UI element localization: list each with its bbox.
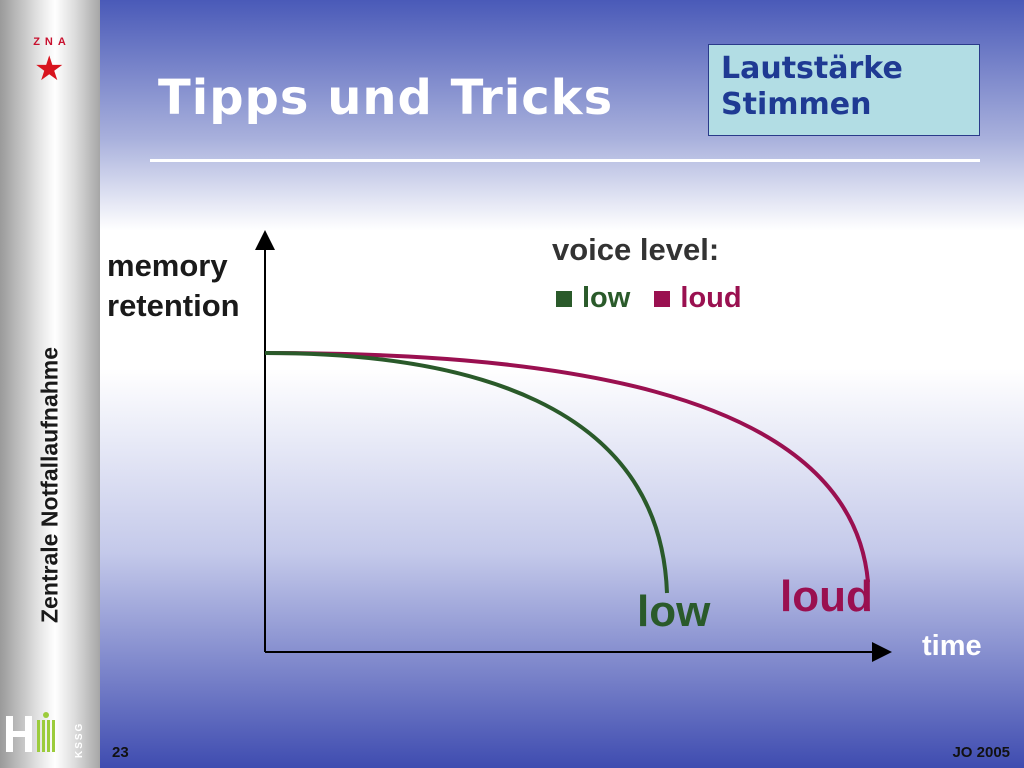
sidebar: ZNA ★ Zentrale Notfallaufnahme KSSG (0, 0, 100, 768)
topic-box: Lautstärke Stimmen (708, 44, 980, 136)
loud-curve (264, 351, 870, 583)
title-divider (150, 159, 980, 162)
legend-title: voice level: (552, 232, 720, 267)
zna-logo-text: ZNA (33, 36, 71, 48)
loud-curve-label: loud (780, 572, 873, 621)
topic-line-2: Stimmen (721, 87, 872, 122)
legend: low loud (556, 282, 742, 315)
page-title: Tipps und Tricks (158, 70, 614, 126)
star-icon: ★ (34, 50, 65, 88)
legend-marker-loud (654, 291, 671, 308)
zna-logo: ZNA ★ (24, 36, 80, 110)
footer-credit: JO 2005 (952, 744, 1010, 761)
y-axis-label-line2: retention (107, 288, 240, 323)
hospital-logo: KSSG (4, 710, 94, 760)
slide-number: 23 (112, 744, 129, 761)
legend-marker-low (556, 291, 572, 308)
low-curve (264, 351, 669, 594)
low-curve-label: low (637, 587, 711, 636)
x-axis-label: time (922, 630, 982, 662)
topic-line-1: Lautstärke (721, 51, 903, 86)
y-axis-label: memory retention (107, 246, 240, 326)
legend-item-low: low (582, 282, 631, 314)
y-axis-label-line1: memory (107, 248, 228, 283)
hospital-h-icon (6, 712, 55, 752)
legend-item-loud: loud (680, 282, 742, 314)
